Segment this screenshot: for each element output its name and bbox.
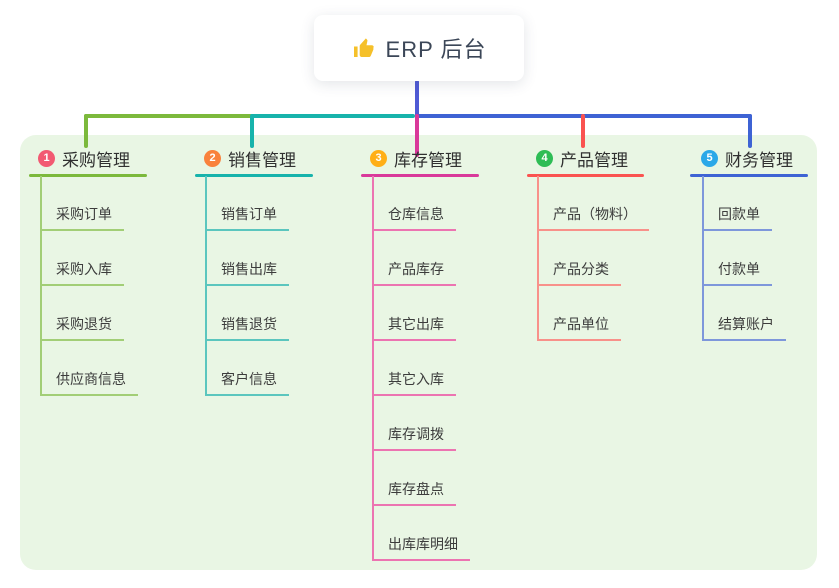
child-node[interactable]: 供应商信息	[40, 368, 138, 396]
branch-underline-2	[195, 174, 313, 177]
child-node[interactable]: 采购入库	[40, 258, 124, 286]
connector-horizontal-teal	[250, 114, 415, 118]
branch-number-badge: 3	[370, 149, 387, 167]
child-spine-4	[537, 176, 539, 341]
child-node[interactable]: 产品库存	[372, 258, 456, 286]
branch-node-3[interactable]: 3 库存管理	[370, 147, 462, 170]
child-node[interactable]: 付款单	[702, 258, 772, 286]
branch-label: 财务管理	[725, 150, 793, 170]
branch-underline-1	[29, 174, 147, 177]
connector-drop-branch-2	[250, 114, 254, 148]
branch-label: 产品管理	[560, 150, 628, 170]
child-node[interactable]: 其它出库	[372, 313, 456, 341]
child-node[interactable]: 产品（物料）	[537, 203, 649, 231]
branch-underline-3	[361, 174, 479, 177]
connector-drop-branch-4	[581, 114, 585, 148]
connector-drop-branch-3	[415, 114, 419, 157]
branch-label: 采购管理	[62, 150, 130, 170]
child-spine-2	[205, 176, 207, 396]
child-node[interactable]: 客户信息	[205, 368, 289, 396]
child-spine-5	[702, 176, 704, 341]
child-node[interactable]: 产品单位	[537, 313, 621, 341]
branch-node-1[interactable]: 1 采购管理	[38, 147, 130, 170]
branch-number-badge: 5	[701, 149, 718, 167]
child-node[interactable]: 库存调拨	[372, 423, 456, 451]
child-node[interactable]: 结算账户	[702, 313, 786, 341]
mindmap-background-panel	[20, 135, 817, 570]
connector-root-stub	[415, 80, 419, 118]
child-spine-1	[40, 176, 42, 396]
connector-drop-branch-5	[748, 114, 752, 148]
branch-node-2[interactable]: 2 销售管理	[204, 147, 296, 170]
branch-number-badge: 1	[38, 149, 55, 167]
thumbs-up-icon	[352, 36, 376, 60]
child-node[interactable]: 回款单	[702, 203, 772, 231]
child-node[interactable]: 出库库明细	[372, 533, 470, 561]
child-node[interactable]: 其它入库	[372, 368, 456, 396]
connector-horizontal-green	[84, 114, 252, 118]
child-node[interactable]: 销售订单	[205, 203, 289, 231]
branch-number-badge: 2	[204, 149, 221, 167]
root-node-erp[interactable]: ERP 后台	[314, 15, 524, 81]
child-node[interactable]: 销售退货	[205, 313, 289, 341]
branch-underline-4	[527, 174, 644, 177]
child-node[interactable]: 产品分类	[537, 258, 621, 286]
branch-label: 库存管理	[394, 150, 462, 170]
child-node[interactable]: 销售出库	[205, 258, 289, 286]
child-node[interactable]: 库存盘点	[372, 478, 456, 506]
connector-drop-branch-1	[84, 114, 88, 148]
child-node[interactable]: 仓库信息	[372, 203, 456, 231]
child-node[interactable]: 采购订单	[40, 203, 124, 231]
branch-number-badge: 4	[536, 149, 553, 167]
child-node[interactable]: 采购退货	[40, 313, 124, 341]
branch-label: 销售管理	[228, 150, 296, 170]
branch-node-5[interactable]: 5 财务管理	[701, 147, 793, 170]
child-spine-3	[372, 176, 374, 561]
branch-underline-5	[690, 174, 808, 177]
root-node-label: ERP 后台	[385, 37, 487, 62]
branch-node-4[interactable]: 4 产品管理	[536, 147, 628, 170]
